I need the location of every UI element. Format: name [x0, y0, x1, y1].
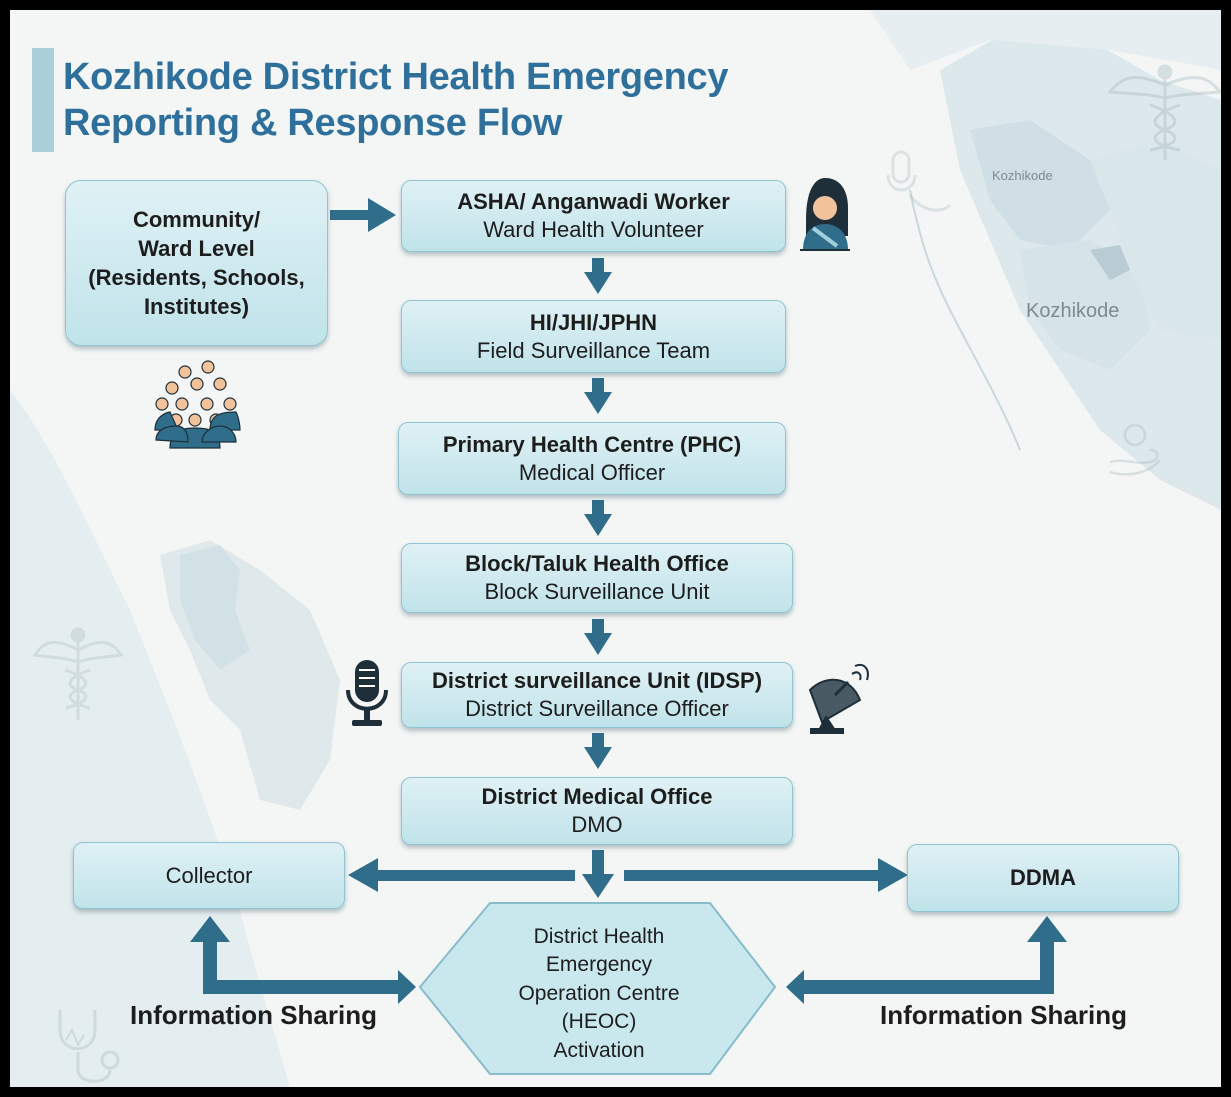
- arrow-community-to-asha: [330, 198, 396, 232]
- map-label-small: Kozhikode: [992, 168, 1053, 183]
- heoc-line-3: Operation Centre: [518, 981, 680, 1005]
- title-accent-bar: [32, 48, 54, 152]
- dmo-subtitle: DMO: [571, 812, 623, 837]
- asha-title: ASHA/ Anganwadi Worker: [457, 189, 730, 214]
- microphone-icon: [886, 150, 952, 212]
- arrow-hi-to-phc: [584, 378, 612, 414]
- node-block-taluk-office: Block/Taluk Health Office Block Surveill…: [401, 543, 793, 613]
- title-line-1: Kozhikode District Health Emergency: [63, 56, 729, 98]
- arrow-heoc-to-ddma: [786, 916, 1067, 1004]
- page-title: Kozhikode District Health Emergency Repo…: [63, 54, 729, 146]
- phc-title: Primary Health Centre (PHC): [442, 431, 742, 457]
- node-heoc: District Health Emergency Operation Cent…: [425, 914, 773, 1074]
- node-asha-worker: ASHA/ Anganwadi Worker Ward Health Volun…: [401, 180, 786, 252]
- collector-label: Collector: [165, 862, 253, 888]
- node-district-medical-office: District Medical Office DMO: [401, 777, 793, 845]
- node-hi-jhi-jphn: HI/JHI/JPHN Field Surveillance Team: [401, 300, 786, 373]
- ddma-label: DDMA: [1010, 865, 1076, 890]
- flow-arrows: [190, 198, 1067, 1075]
- phc-subtitle: Medical Officer: [518, 459, 666, 485]
- dmo-title: District Medical Office: [481, 784, 713, 809]
- arrow-dmo-to-heoc: [582, 850, 614, 898]
- microphone-icon: [346, 660, 388, 726]
- block-subtitle: Block Surveillance Unit: [484, 579, 710, 604]
- background-map: [10, 10, 1221, 1087]
- node-ddma: DDMA: [907, 844, 1179, 912]
- heoc-line-5: Activation: [553, 1038, 645, 1062]
- hi-subtitle: Field Surveillance Team: [476, 337, 711, 363]
- community-line-2: Ward Level: [138, 236, 255, 261]
- community-line-4: Institutes): [143, 294, 250, 319]
- hand-care-icon: [1109, 423, 1161, 476]
- arrow-block-to-idsp: [584, 619, 612, 655]
- arrow-heoc-to-collector: [190, 916, 416, 1004]
- heoc-line-4: (HEOC): [561, 1010, 637, 1034]
- caduceus-icon: [1106, 64, 1221, 160]
- node-community-ward-level: Community/ Ward Level (Residents, School…: [65, 180, 328, 346]
- caduceus-icon: [32, 627, 124, 720]
- community-group-icon: [154, 360, 241, 449]
- idsp-title: District surveillance Unit (IDSP): [431, 668, 763, 693]
- satellite-dish-icon: [808, 664, 869, 734]
- map-label-large: Kozhikode: [1026, 300, 1120, 322]
- node-phc: Primary Health Centre (PHC) Medical Offi…: [398, 422, 786, 495]
- hi-title: HI/JHI/JPHN: [529, 309, 658, 335]
- community-line-1: Community/: [132, 207, 261, 232]
- community-line-3: (Residents, Schools,: [88, 265, 305, 290]
- heoc-hexagon: [418, 902, 777, 1075]
- arrow-dmo-to-ddma: [624, 858, 908, 892]
- arrow-idsp-to-dmo: [584, 733, 612, 769]
- node-collector: Collector: [73, 842, 345, 909]
- node-idsp: District surveillance Unit (IDSP) Distri…: [401, 662, 793, 728]
- idsp-subtitle: District Surveillance Officer: [465, 696, 729, 721]
- arrow-phc-to-block: [584, 500, 612, 536]
- asha-subtitle: Ward Health Volunteer: [483, 217, 704, 242]
- info-sharing-left: Information Sharing: [130, 1000, 377, 1030]
- stethoscope-icon: [58, 1010, 120, 1083]
- arrow-dmo-to-collector: [348, 858, 575, 892]
- heoc-line-1: District Health: [533, 924, 665, 948]
- info-sharing-right: Information Sharing: [880, 1000, 1127, 1030]
- arrow-asha-to-hi: [584, 258, 612, 294]
- icon-layer: [154, 178, 869, 734]
- heoc-line-2: Emergency: [545, 953, 653, 977]
- block-title: Block/Taluk Health Office: [465, 551, 729, 576]
- title-line-2: Reporting & Response Flow: [63, 102, 563, 144]
- female-health-worker-icon: [800, 178, 850, 251]
- diagram-canvas: Kozhikode Kozhikode Kozhikode District H…: [10, 10, 1221, 1087]
